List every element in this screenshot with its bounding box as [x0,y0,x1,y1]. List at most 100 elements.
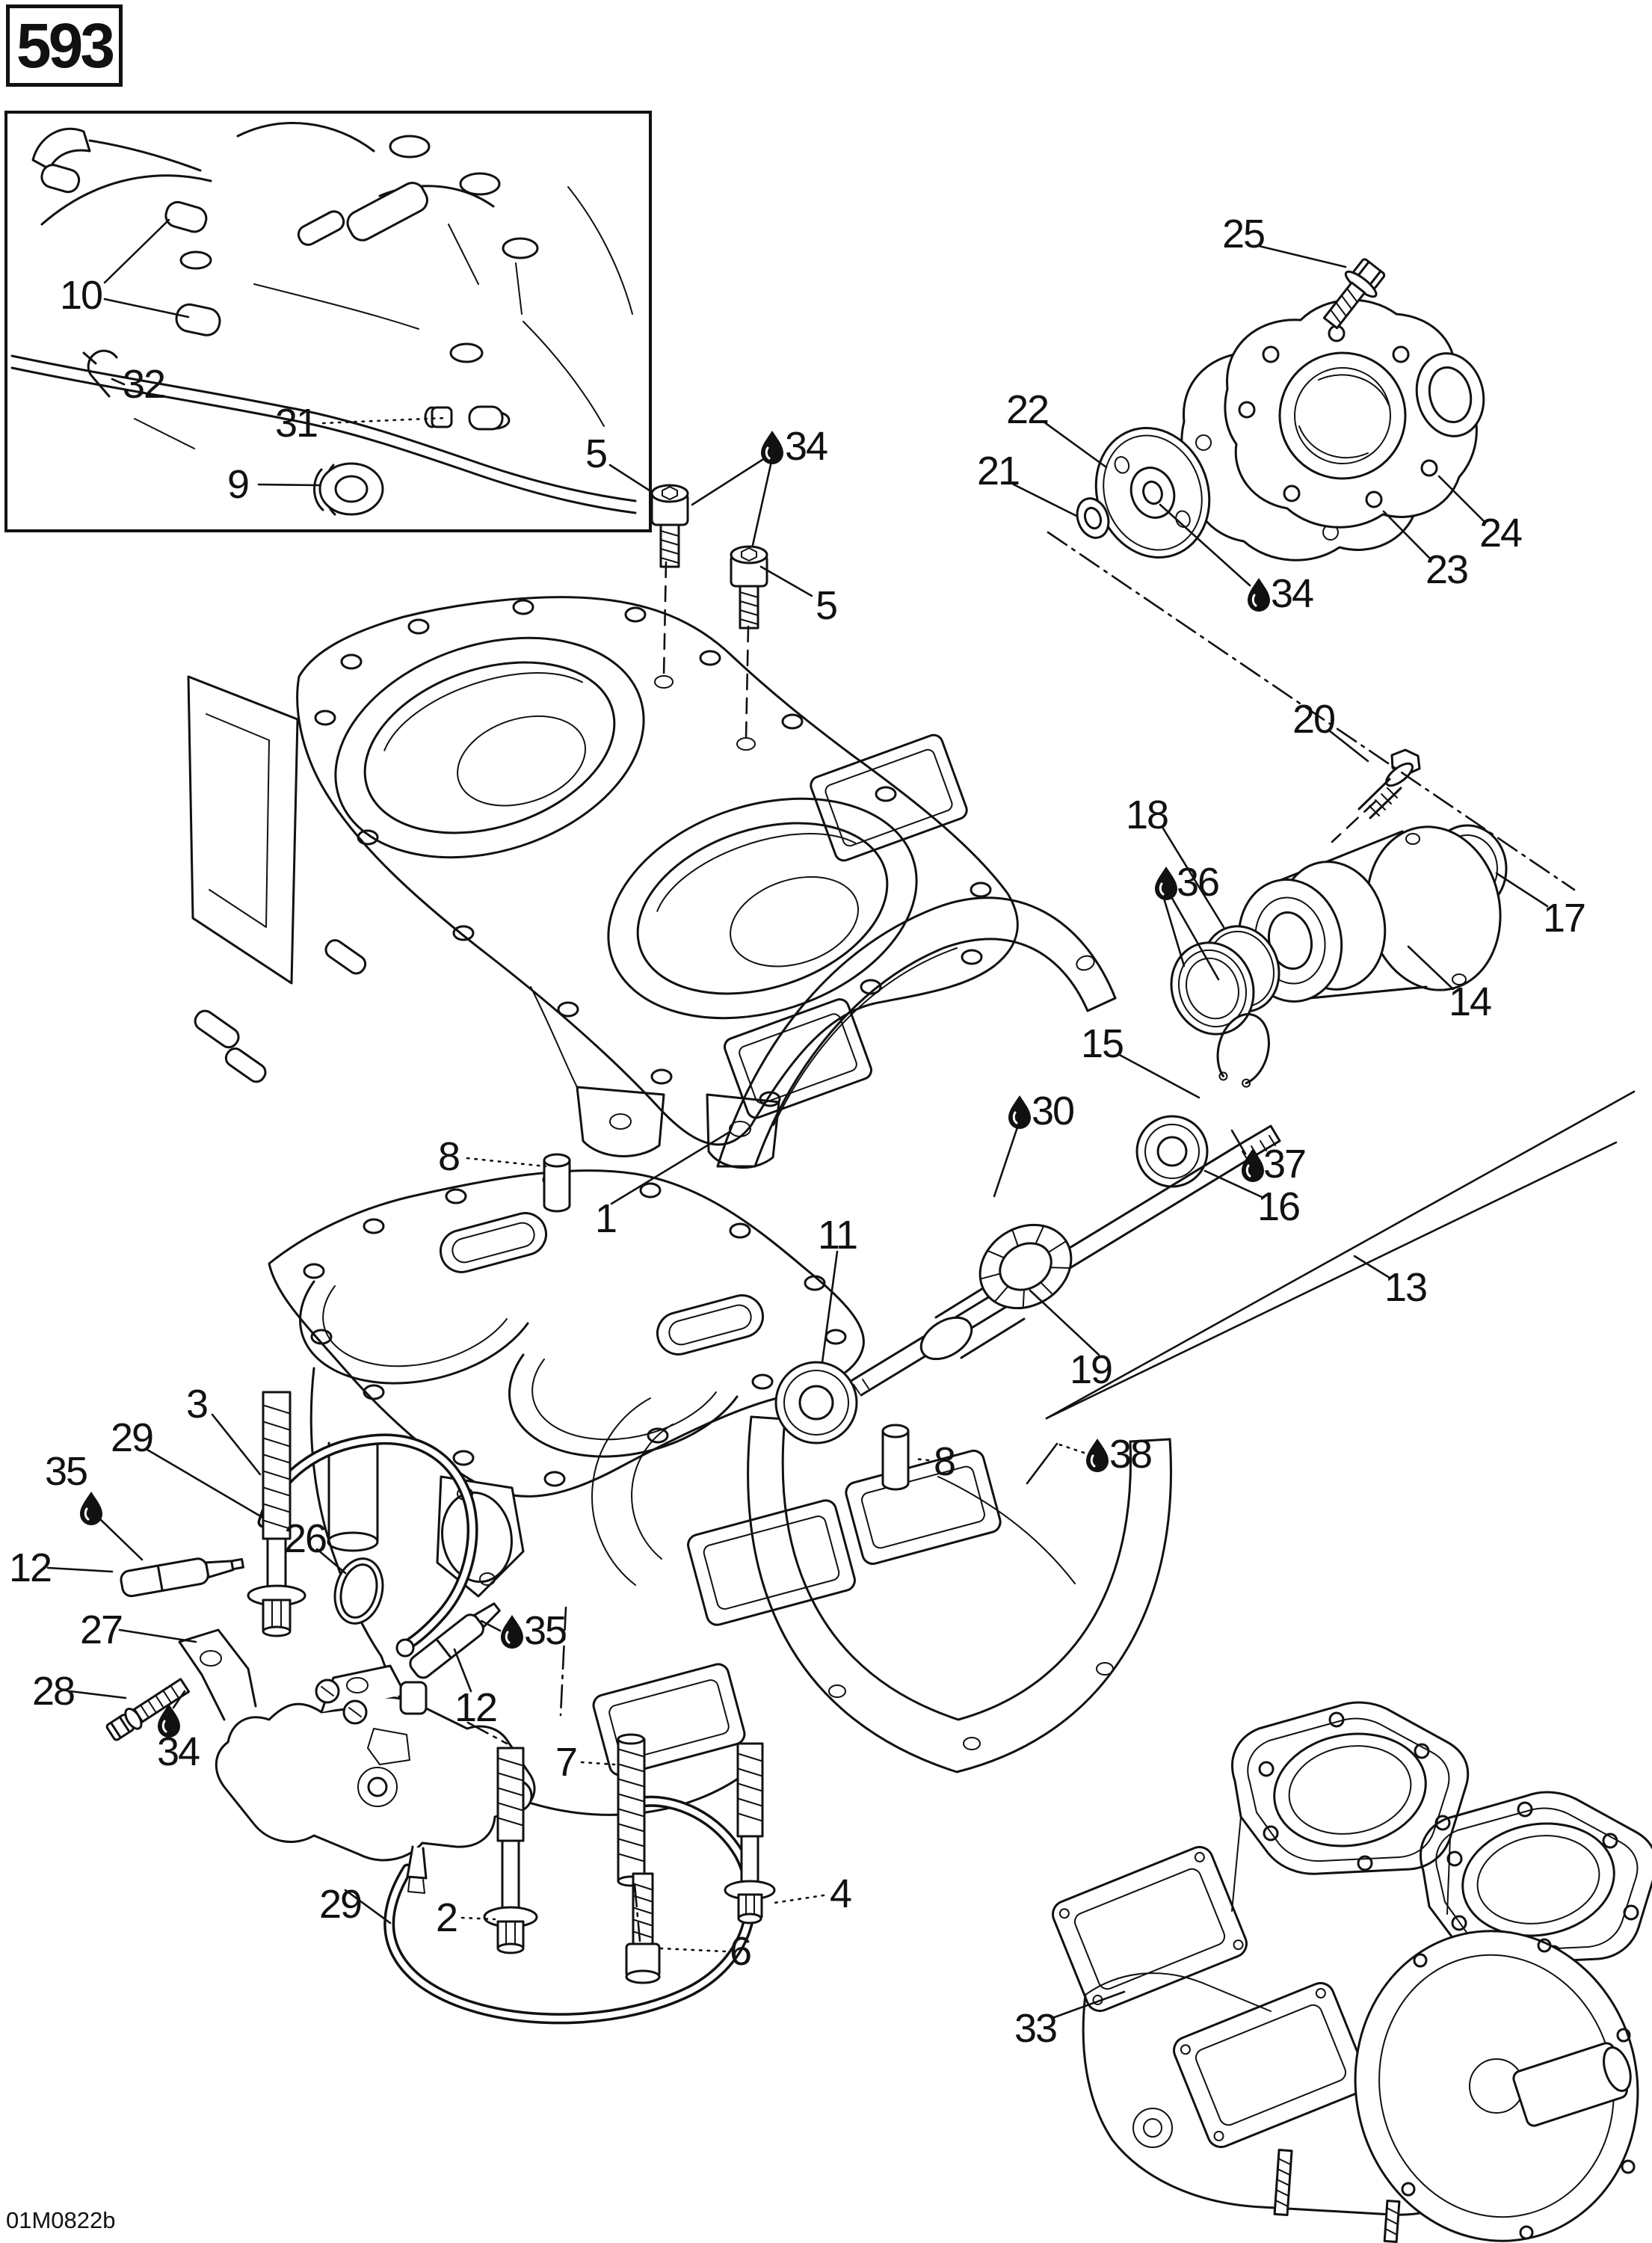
leader-line [1162,827,1225,929]
oil-valve-12a [120,1557,244,1598]
leader-line [993,1124,1020,1198]
engine-code: 593 [16,10,115,81]
leader-line [759,565,813,597]
oil-pump-body [178,1628,536,1894]
leader-line [1029,1289,1100,1356]
oil-drop-icon [78,1490,104,1527]
leader-line [1257,244,1347,268]
leader-line [172,1690,186,1709]
leader-line [1162,894,1186,967]
bolt-20 [1357,748,1421,819]
socket-screw-5a [650,484,689,568]
leader-line [659,1947,727,1953]
leader-line [821,1250,839,1364]
leader-line [1169,894,1220,981]
leader-line [1026,1442,1058,1485]
oil-drop-symbols [78,429,1272,1739]
snap-ring-15 [1216,1013,1270,1088]
oil-drop-icon [1246,576,1272,613]
leader-line [146,1448,265,1519]
rotary-valve-group [543,748,1508,1491]
leader-line [1055,1442,1085,1454]
oil-drop-icon [156,1702,182,1739]
ball-bearing-16 [1135,1115,1209,1188]
leader-line [321,416,447,425]
page-code: 01M0822b [6,2207,116,2233]
leader-line [1407,945,1455,991]
leader-lines [46,218,1636,2019]
leader-line [1045,1090,1636,1420]
leader-line [691,457,766,506]
stud-7 [617,1733,646,1887]
drive-gear-19 [919,1223,1073,1361]
dowel-pin-8b [881,1424,910,1491]
bolt-28 [105,1678,191,1741]
engine-code-badge: 593 [6,4,123,87]
leader-line [460,1916,496,1921]
leader-line [1159,503,1251,587]
leader-line [466,1721,508,1745]
leader-line [1203,1169,1263,1199]
leader-line [745,625,750,740]
bolt-4 [724,1742,776,1924]
oil-drop-icon [499,1613,525,1650]
leader-line [608,464,653,493]
upper-crankcase-half [187,596,1117,1169]
dowel-pin-8a [543,1153,571,1213]
oil-pump-group [105,1391,756,2025]
leader-line [46,1566,114,1573]
o-ring-26 [333,1557,384,1625]
leader-line [466,1157,547,1168]
leader-line [1012,483,1078,517]
leader-line [1437,475,1486,523]
leader-line [610,1130,731,1205]
water-pump-housing [1224,298,1478,529]
leader-line [1042,420,1108,469]
bolt-2 [483,1747,538,1954]
leader-line [1328,729,1369,763]
leader-line [97,1516,144,1561]
leader-line [1051,1990,1126,2019]
leader-line [1331,800,1377,843]
leader-line [912,1457,930,1462]
leader-line [1382,510,1432,561]
leader-line [453,1648,472,1693]
leader-line [118,1628,197,1643]
bolt-25 [1322,258,1386,330]
inset-detail-box [4,111,652,532]
leader-line [1047,531,1576,891]
leader-line [315,1548,347,1575]
leader-line [103,218,170,284]
water-pump-group [1076,258,1485,561]
assembled-engine-33 [1052,1701,1652,2243]
leader-line [580,1761,616,1766]
seal-ring-18a [1170,941,1255,1036]
oil-drop-icon [1007,1094,1032,1130]
water-pump-port [1415,352,1485,437]
bolt-3 [247,1391,306,1637]
leader-line [1230,1129,1247,1155]
leader-line [662,561,668,678]
oil-drop-icon [1085,1437,1110,1474]
leader-line [1045,1141,1618,1420]
socket-screw-6 [625,1872,661,1984]
leader-line [1353,1255,1391,1279]
leader-line [773,1894,825,1904]
leader-line [69,1690,127,1699]
oil-drop-icon [759,429,785,466]
leader-line [633,1883,641,1942]
oil-drop-icon [1153,865,1179,902]
leader-line [559,1606,567,1717]
leader-line [344,1889,392,1924]
leader-line [257,483,321,487]
inset-crankcase-view [10,122,637,516]
leader-line [751,460,773,547]
leader-line [103,298,190,319]
leader-line [111,378,126,386]
leader-line [1495,872,1549,908]
lower-crankcase-half [268,1169,1172,1816]
leader-line [1117,1053,1201,1099]
